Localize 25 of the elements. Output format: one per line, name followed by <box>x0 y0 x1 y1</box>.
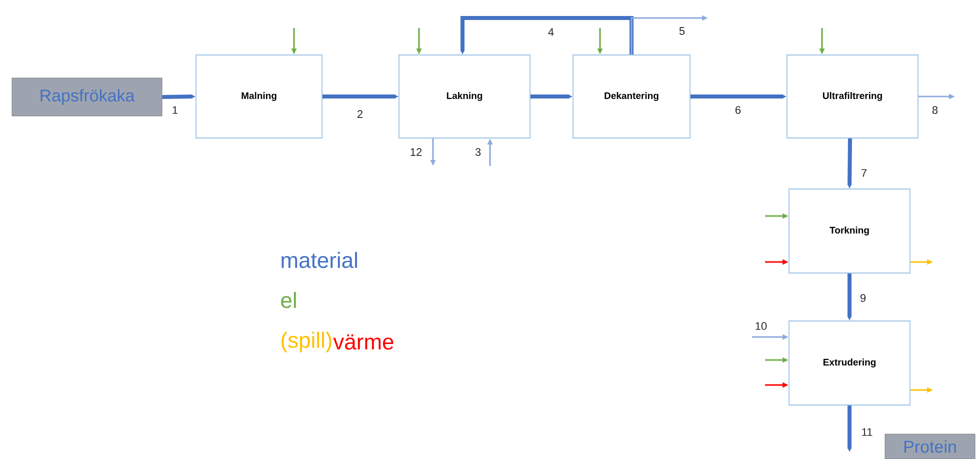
process-box: Extrudering <box>788 320 910 406</box>
edge-label: 7 <box>862 169 867 177</box>
legend-entry: el <box>281 292 296 308</box>
arrow <box>460 16 634 55</box>
legend-entry: värme <box>333 334 394 350</box>
edge-label: 3 <box>475 148 481 156</box>
edge-label: 9 <box>860 294 866 302</box>
edge-label: 4 <box>548 28 554 36</box>
edge-label: 8 <box>932 106 938 114</box>
legend-entry: (spill) <box>282 332 332 352</box>
edge-label: 12 <box>410 148 422 156</box>
edge-label: 1 <box>172 106 178 114</box>
edge-label: 11 <box>862 428 872 436</box>
input-output-box: Rapsfrökaka <box>12 78 162 116</box>
legend-entry: material <box>282 252 357 268</box>
process-box: Torkning <box>788 188 910 274</box>
edge-label: 5 <box>679 27 685 35</box>
edge-label: 2 <box>358 110 363 118</box>
process-box: Lakning <box>398 54 530 138</box>
edge-label: 10 <box>756 322 767 330</box>
input-output-box: Protein <box>884 434 976 459</box>
edge-label: 6 <box>736 106 741 114</box>
process-box: Malning <box>196 54 322 138</box>
process-box: Ultrafiltrering <box>786 54 918 138</box>
process-box: Dekantering <box>572 54 690 138</box>
